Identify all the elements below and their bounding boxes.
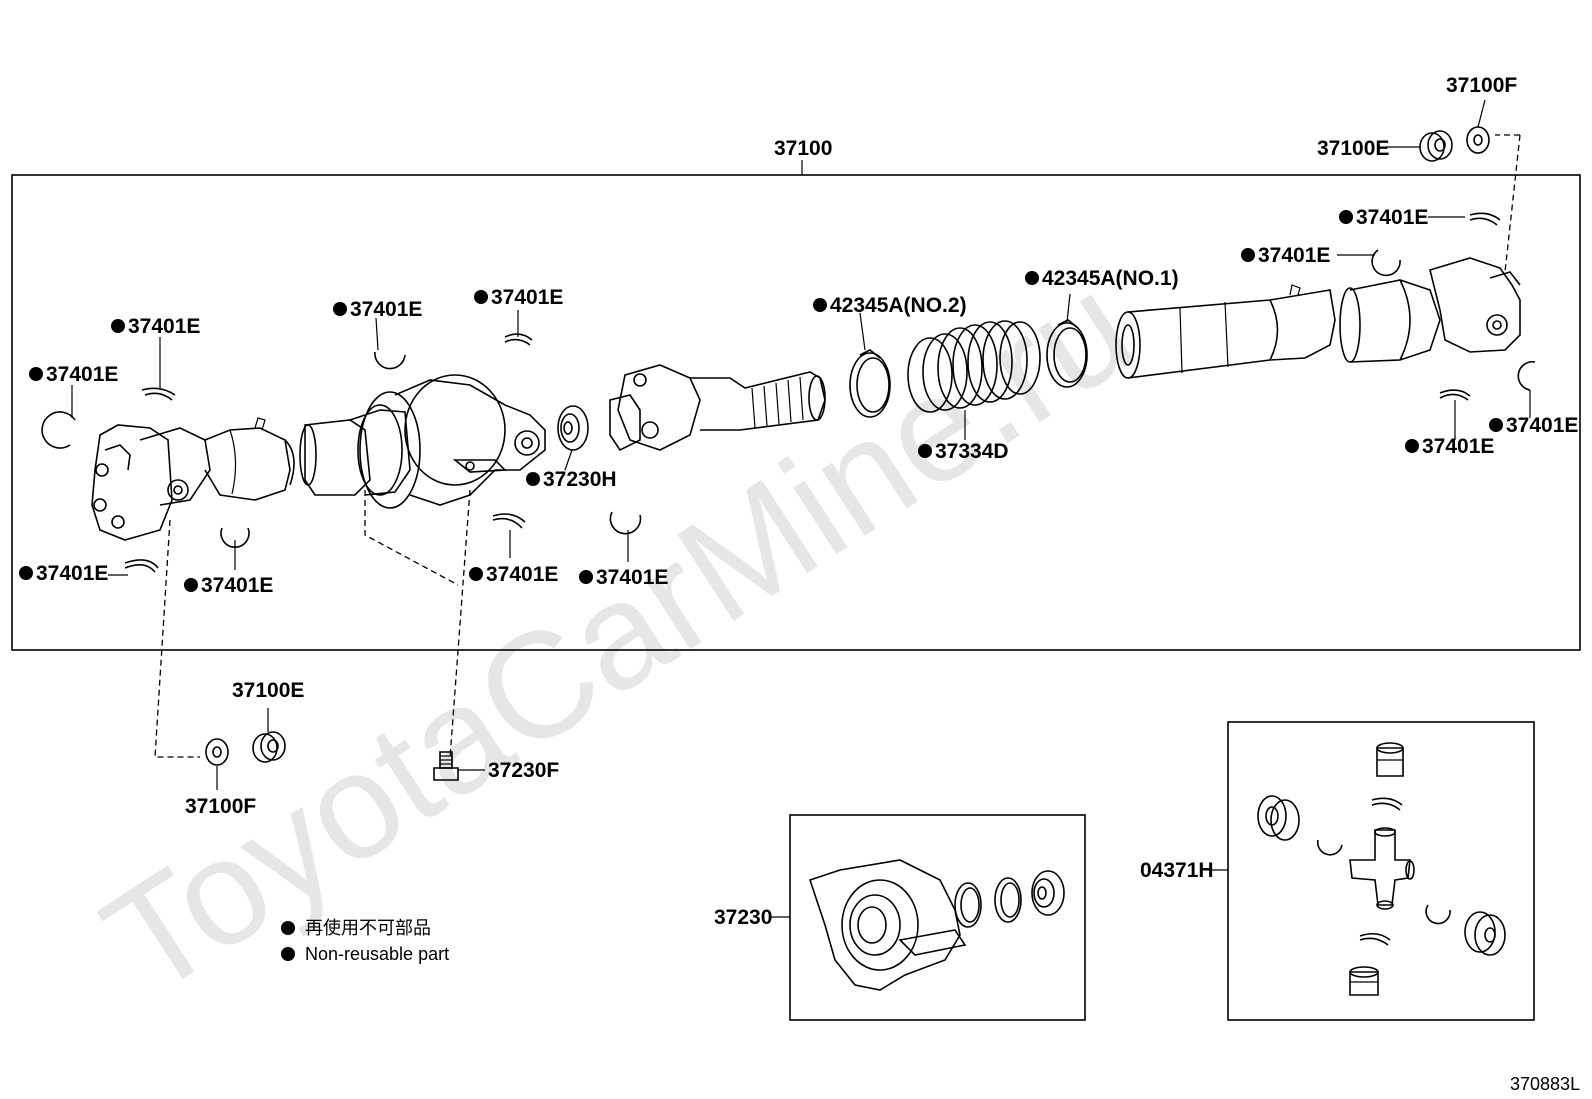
slip-yoke-spline[interactable] <box>609 364 826 452</box>
bushing-37100E-top[interactable] <box>1419 130 1453 162</box>
label-37401E-r4[interactable]: 37401E <box>1506 414 1578 437</box>
front-flange-yoke[interactable] <box>91 417 295 541</box>
label-37401E-m2[interactable]: 37401E <box>350 298 422 321</box>
inset-04371H-frame <box>1227 721 1535 1021</box>
bearing-cup-bottom[interactable] <box>1349 966 1379 996</box>
bearing-cup-top[interactable] <box>1376 742 1404 777</box>
label-37230F[interactable]: 37230F <box>488 759 559 782</box>
washer-37230H[interactable] <box>557 405 589 451</box>
boot-clamp-no1[interactable] <box>1046 319 1088 388</box>
center-support-bearing-37230[interactable] <box>808 859 967 991</box>
label-37401E-r1[interactable]: 37401E <box>1356 206 1428 229</box>
label-37401E-l4[interactable]: 37401E <box>201 574 273 597</box>
bearing-cup-right[interactable] <box>1464 911 1506 956</box>
label-37334D[interactable]: 37334D <box>935 440 1009 463</box>
bushing-37100E-bottom[interactable] <box>252 731 286 763</box>
legend-text-jp: 再使用不可部品 <box>305 918 431 938</box>
label-37401E-l2[interactable]: 37401E <box>46 363 118 386</box>
center-bearing-section[interactable] <box>299 374 546 509</box>
label-37401E-m3[interactable]: 37401E <box>486 563 558 586</box>
label-37401E-m4[interactable]: 37401E <box>596 566 668 589</box>
watermark: ToyotaCarMine.ru <box>76 241 1160 1027</box>
bearing-cup-left[interactable] <box>1257 795 1300 841</box>
boot-clamp-no2[interactable] <box>849 349 891 418</box>
label-37401E-r2[interactable]: 37401E <box>1258 244 1330 267</box>
label-37100F-top[interactable]: 37100F <box>1446 74 1517 97</box>
washer-37100F-top[interactable] <box>1466 126 1490 154</box>
rear-propeller-tube[interactable] <box>1115 257 1521 379</box>
label-37401E-l1[interactable]: 37401E <box>128 315 200 338</box>
label-37401E-r3[interactable]: 37401E <box>1422 435 1494 458</box>
inset-37230-frame <box>789 814 1086 1021</box>
label-04371H[interactable]: 04371H <box>1140 859 1214 882</box>
universal-joint-spider-04371H[interactable] <box>1349 827 1415 910</box>
uj-snap-rings[interactable] <box>1316 797 1451 946</box>
bearing-seal-ring-2[interactable] <box>994 877 1022 923</box>
diagram-id: 370883L <box>1510 1074 1580 1094</box>
washer-37100F-bottom[interactable] <box>205 738 229 766</box>
label-37230H[interactable]: 37230H <box>543 468 617 491</box>
label-37100F-bottom[interactable]: 37100F <box>185 795 256 818</box>
legend-dot-jp <box>281 921 295 935</box>
label-42345A-no1[interactable]: 42345A(NO.1) <box>1042 267 1179 290</box>
snap-ring-group[interactable] <box>41 212 1536 573</box>
legend-text-en: Non-reusable part <box>305 944 449 964</box>
label-37401E-l3[interactable]: 37401E <box>36 562 108 585</box>
label-37230[interactable]: 37230 <box>714 906 772 929</box>
bolt-37230F[interactable] <box>433 751 459 781</box>
dust-boot-37334D[interactable] <box>907 320 1041 413</box>
label-37100[interactable]: 37100 <box>774 137 832 160</box>
main-assembly-frame <box>11 174 1581 651</box>
legend-dot-en <box>281 947 295 961</box>
bearing-seal-ring-1[interactable] <box>954 882 982 928</box>
bearing-washer[interactable] <box>1031 870 1065 916</box>
label-37401E-m1[interactable]: 37401E <box>491 286 563 309</box>
label-37100E-top[interactable]: 37100E <box>1317 137 1389 160</box>
label-42345A-no2[interactable]: 42345A(NO.2) <box>830 294 967 317</box>
label-37100E-bottom[interactable]: 37100E <box>232 679 304 702</box>
